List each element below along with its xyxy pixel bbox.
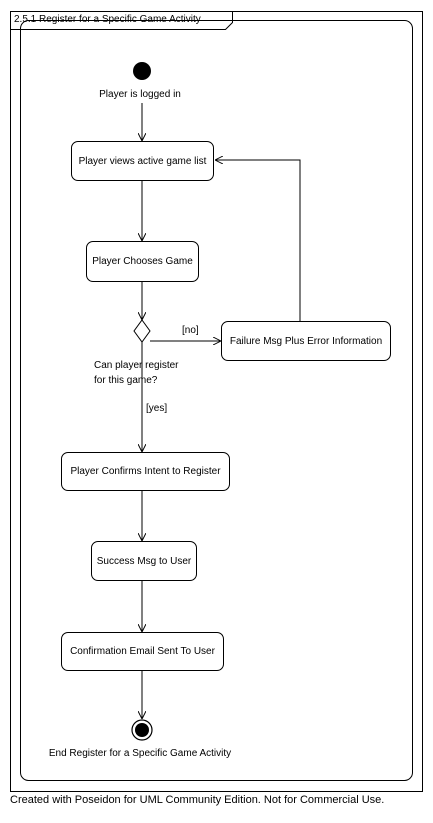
guard-yes: [yes]	[146, 403, 168, 414]
frame-title: 2.5.1 Register for a Specific Game Activ…	[14, 14, 201, 25]
node-confirmation-email: Confirmation Email Sent To User	[61, 632, 224, 671]
node-chooses-game: Player Chooses Game	[86, 241, 199, 282]
node-confirms-intent: Player Confirms Intent to Register	[61, 452, 230, 491]
end-label: End Register for a Specific Game Activit…	[48, 748, 232, 759]
guard-no: [no]	[182, 325, 199, 336]
node-success-msg: Success Msg to User	[91, 541, 197, 581]
frame-border	[10, 11, 423, 792]
activity-region	[20, 20, 413, 781]
end-node-core	[135, 723, 149, 737]
decision-diamond	[133, 319, 151, 343]
start-label: Player is logged in	[99, 89, 181, 100]
start-node	[133, 62, 151, 80]
frame-tab-outline	[10, 11, 233, 30]
node-failure-msg: Failure Msg Plus Error Information	[221, 321, 391, 361]
decision-question: Can player register for this game?	[94, 360, 179, 386]
footer-note: Created with Poseidon for UML Community …	[10, 794, 385, 806]
flow-failure-back-to-views	[215, 160, 301, 321]
node-views-game-list: Player views active game list	[71, 141, 214, 181]
